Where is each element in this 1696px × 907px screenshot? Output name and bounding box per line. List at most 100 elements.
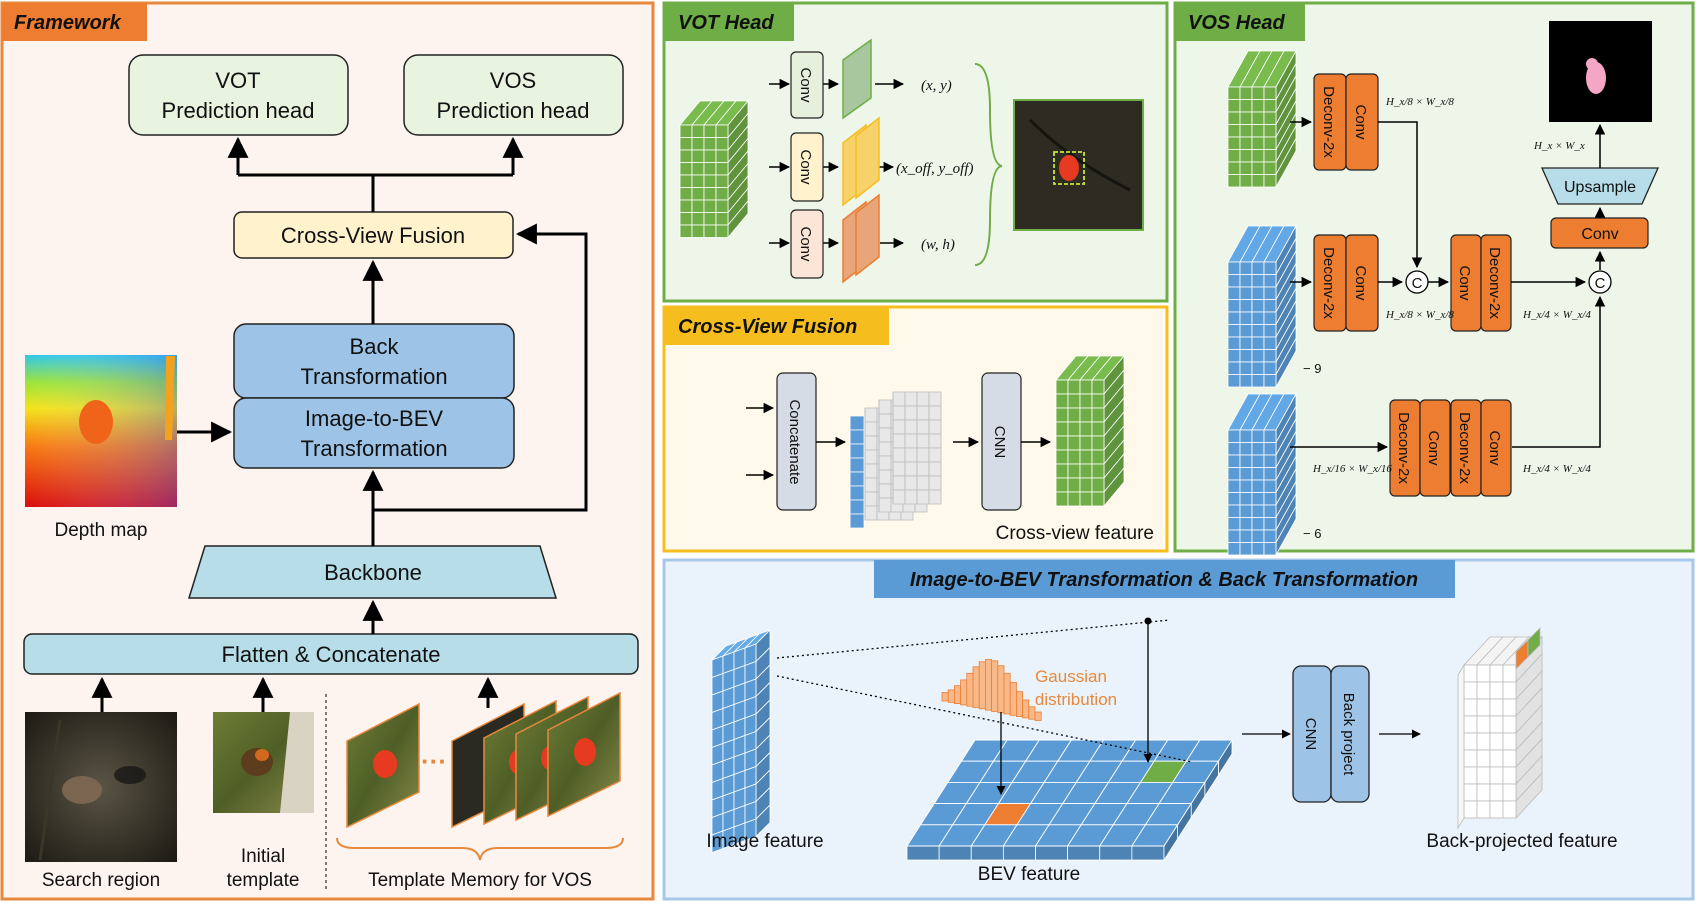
bev-projection-point <box>1144 617 1152 625</box>
skew-front-cell <box>904 391 918 407</box>
cube-front-cell <box>1055 407 1069 423</box>
back-projected-front-cell <box>1476 749 1491 768</box>
cube-front-cell <box>1227 286 1241 300</box>
skew-front-cell <box>916 475 930 491</box>
cross-view-output-cube <box>1055 354 1125 508</box>
gaussian-bar <box>1022 699 1030 719</box>
vos-conv-block <box>1480 399 1512 497</box>
skew-front-cell <box>892 433 906 449</box>
cube-front-cell <box>1251 136 1265 150</box>
back-projected-front-cell <box>1463 783 1478 802</box>
image-to-bev-line2: Transformation <box>300 436 447 461</box>
vos-layer-9-label: − 9 <box>1303 361 1321 376</box>
cube-front-cell <box>1239 299 1253 313</box>
vos-conv-label: Conv <box>1425 430 1442 466</box>
cube-front-cell <box>1251 361 1265 375</box>
skew-front-cell <box>904 489 918 505</box>
image-to-bev-box <box>233 397 515 469</box>
vos-deconv-label: Deconv-2x <box>1486 247 1503 319</box>
cube-front-cell <box>703 149 717 163</box>
cube-front-cell <box>1239 286 1253 300</box>
cube-front-cell <box>1067 491 1081 507</box>
bev-feature-label: BEV feature <box>978 864 1080 885</box>
skew-front-cell <box>864 407 878 423</box>
flatten-concat-label: Flatten & Concatenate <box>222 642 441 667</box>
cube-front-cell <box>1239 429 1253 443</box>
cube-front-cell <box>1263 161 1277 175</box>
cross-view-cnn-label: CNN <box>991 426 1008 459</box>
cube-front-cell <box>679 162 693 176</box>
template-memory-ellipsis: ··· <box>421 746 447 776</box>
skew-front-cell <box>928 391 942 407</box>
vot-conv-box-2 <box>790 132 824 202</box>
cube-front-cell <box>1079 407 1093 423</box>
cube-front-cell <box>1091 407 1105 423</box>
cube-front-cell <box>1227 542 1241 556</box>
cube-front-cell <box>1251 174 1265 188</box>
cube-front-cell <box>1239 261 1253 275</box>
cube-front-cell <box>1227 274 1241 288</box>
cube-front-cell <box>1055 379 1069 395</box>
back-projected-front-cell <box>1502 749 1517 768</box>
vot-output-map-xy <box>842 38 872 120</box>
vos-feature-cube-2 <box>1227 224 1297 389</box>
skew-front-cell <box>916 391 930 407</box>
cube-front-cell <box>1067 463 1081 479</box>
vot-output-xy: (x, y) <box>921 78 952 94</box>
cube-front-cell <box>1263 99 1277 113</box>
skew-front-cell <box>849 499 865 515</box>
back-projected-front-cell <box>1476 783 1491 802</box>
cube-front-cell <box>1091 491 1105 507</box>
vos-conv-top-label: Conv <box>1581 226 1618 243</box>
back-projected-front-cell <box>1489 766 1504 785</box>
cube-front-cell <box>1067 407 1081 423</box>
vos-deconv-label: Deconv-2x <box>1456 412 1473 484</box>
cube-front-cell <box>1251 124 1265 138</box>
cube-front-cell <box>703 199 717 213</box>
back-projected-front-cell <box>1502 681 1517 700</box>
vos-deconv-block <box>1480 234 1512 332</box>
bev-title-tab <box>874 560 1455 598</box>
back-projected-front-cell <box>1476 732 1491 751</box>
gaussian-bar <box>1009 681 1017 716</box>
back-projected-front-cell <box>1489 715 1504 734</box>
skew-front-cell <box>904 433 918 449</box>
vos-dim-16: H_x/16 × W_x/16 <box>1312 463 1392 475</box>
cube-front-cell <box>1263 149 1277 163</box>
back-projected-front-cell <box>1502 783 1517 802</box>
initial-template-line2: template <box>227 870 300 891</box>
cube-front-cell <box>1239 361 1253 375</box>
cube-front-cell <box>1251 517 1265 531</box>
vos-deconv-label: Deconv-2x <box>1395 412 1412 484</box>
cube-front-cell <box>1251 86 1265 100</box>
cube-front-cell <box>1239 349 1253 363</box>
back-projected-front-cell <box>1476 681 1491 700</box>
skew-front-cell <box>928 447 942 463</box>
cube-front-cell <box>1263 174 1277 188</box>
cube-front-cell <box>1239 336 1253 350</box>
skew-front-cell <box>916 419 930 435</box>
framework-title: Framework <box>14 12 122 34</box>
cross-view-title: Cross-View Fusion <box>678 316 857 338</box>
cube-front-cell <box>1251 374 1265 388</box>
cube-front-cell <box>1239 311 1253 325</box>
vot-output-brace <box>974 63 1003 266</box>
vos-conv-label: Conv <box>1486 430 1503 466</box>
concatenate-label: Concatenate <box>786 399 803 484</box>
bev-image-feature-cube <box>711 629 771 854</box>
gaussian-bar <box>941 692 949 702</box>
cube-front-cell <box>679 149 693 163</box>
cube-front-cell <box>1251 542 1265 556</box>
bev-panel: Image-to-BEV Transformation & Back Trans… <box>662 558 1695 901</box>
image-to-bev-line1: Image-to-BEV <box>305 406 443 431</box>
back-projected-front-cell <box>1463 800 1478 819</box>
cube-front-cell <box>715 199 729 213</box>
back-projected-edge <box>1457 663 1465 830</box>
cube-front-cell <box>715 187 729 201</box>
cube-front-cell <box>1263 336 1277 350</box>
cube-front-cell <box>1263 286 1277 300</box>
vos-concat-symbol-1: C <box>1412 275 1423 292</box>
cube-front-cell <box>1251 336 1265 350</box>
back-projected-front-cell <box>1463 749 1478 768</box>
